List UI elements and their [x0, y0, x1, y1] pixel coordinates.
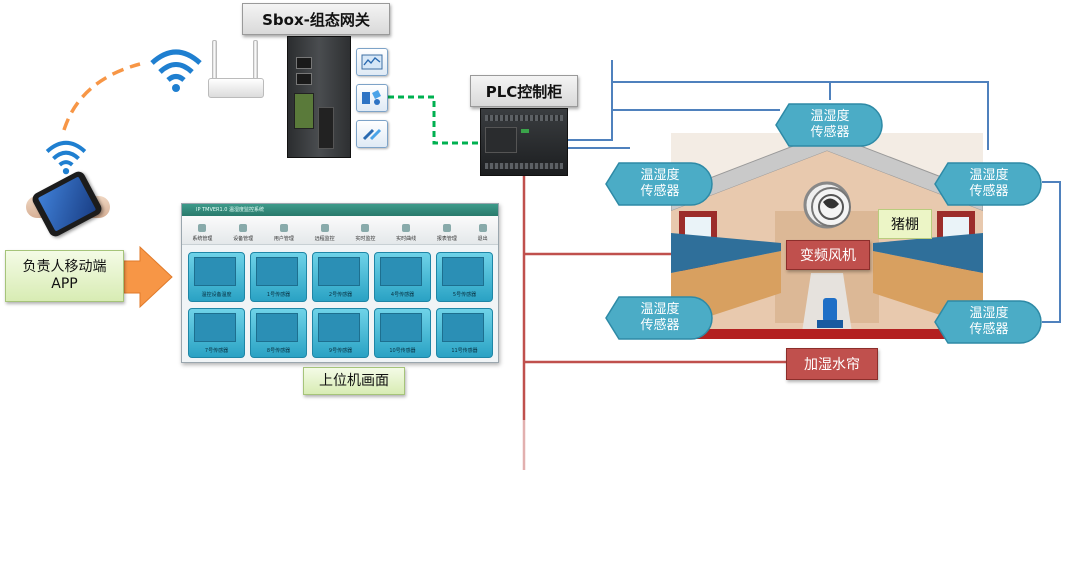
alarm-icon — [356, 84, 388, 112]
tool-icon — [478, 224, 487, 232]
gateway-device-icon — [287, 36, 351, 158]
sensor-label: 温湿度 传感器 — [969, 306, 1009, 337]
hmi-tool[interactable]: 实时监控 — [355, 216, 375, 244]
sensor-label: 温湿度 传感器 — [969, 168, 1009, 199]
sensor-label: 温湿度 传感器 — [640, 168, 680, 199]
gateway-title: Sbox-组态网关 — [242, 3, 390, 35]
hmi-screenshot: IP TMVER1.0 温湿度监控系统 系统管理 设备管理 用户管理 远程监控 … — [181, 203, 499, 363]
tool-icon — [320, 224, 329, 232]
hmi-sensor-tile[interactable]: 8号传感器 — [250, 308, 307, 358]
sensor-label: 温湿度 传感器 — [810, 109, 850, 140]
arrow-right-icon — [123, 245, 173, 309]
gateway-plc-dashed-line — [388, 95, 480, 145]
tool-icon — [279, 224, 288, 232]
plc-title: PLC控制柜 — [470, 75, 578, 107]
hmi-tool[interactable]: 系统管理 — [192, 216, 212, 244]
hmi-sensor-tile[interactable]: 1号传感器 — [250, 252, 307, 302]
tool-icon — [402, 224, 411, 232]
pump-icon — [817, 298, 843, 328]
hmi-sensor-tile[interactable]: 10号传感器 — [374, 308, 431, 358]
monitor-chart-icon — [356, 48, 388, 76]
hmi-sensor-tile[interactable]: 9号传感器 — [312, 308, 369, 358]
hmi-sensor-tile[interactable]: 11号传感器 — [436, 308, 493, 358]
hmi-tool[interactable]: 设备管理 — [233, 216, 253, 244]
sensor-shape — [605, 296, 713, 340]
wifi-link-dashed-line — [62, 62, 141, 131]
hmi-title-bar: IP TMVER1.0 温湿度监控系统 — [182, 204, 498, 216]
hmi-tool[interactable]: 实时曲线 — [396, 216, 416, 244]
hmi-sensor-tile[interactable]: 2号传感器 — [312, 252, 369, 302]
router-antenna-right — [253, 40, 258, 82]
hmi-sensor-tile[interactable]: 温控设备温度 — [188, 252, 245, 302]
hmi-caption: 上位机画面 — [303, 367, 405, 395]
hmi-tool[interactable]: 退出 — [478, 216, 488, 244]
sensor-shape — [934, 162, 1042, 206]
hmi-tool[interactable]: 用户管理 — [274, 216, 294, 244]
wifi-icon — [45, 140, 87, 175]
hmi-sensor-tile[interactable]: 5号传感器 — [436, 252, 493, 302]
sensor-shape — [934, 300, 1042, 344]
plc-device-icon — [480, 108, 568, 176]
tool-icon — [239, 224, 248, 232]
hmi-tool[interactable]: 报表管理 — [437, 216, 457, 244]
tool-icon — [198, 224, 207, 232]
fan-label: 变频风机 — [786, 240, 870, 270]
hmi-toolbar: 系统管理 设备管理 用户管理 远程监控 实时监控 实时曲线 报表管理 退出 — [182, 216, 498, 245]
sensor-shape — [605, 162, 713, 206]
app-label: 负责人移动端 APP — [5, 250, 124, 302]
hmi-sensor-tile[interactable]: 4号传感器 — [374, 252, 431, 302]
tool-icon — [442, 224, 451, 232]
hmi-tile-grid: 温控设备温度 1号传感器 2号传感器 4号传感器 5号传感器 7号传感器 8号传… — [182, 245, 498, 365]
tools-icon — [356, 120, 388, 148]
barn-label: 猪棚 — [878, 209, 932, 239]
router-icon — [208, 78, 264, 98]
hmi-sensor-tile[interactable]: 7号传感器 — [188, 308, 245, 358]
hmi-tool[interactable]: 远程监控 — [315, 216, 335, 244]
tool-icon — [361, 224, 370, 232]
fan-icon — [811, 187, 851, 227]
sensor-shape — [775, 103, 883, 147]
sensor-label: 温湿度 传感器 — [640, 302, 680, 333]
curtain-label: 加湿水帘 — [786, 348, 878, 380]
wifi-icon — [150, 49, 202, 92]
router-antenna-left — [212, 40, 217, 82]
